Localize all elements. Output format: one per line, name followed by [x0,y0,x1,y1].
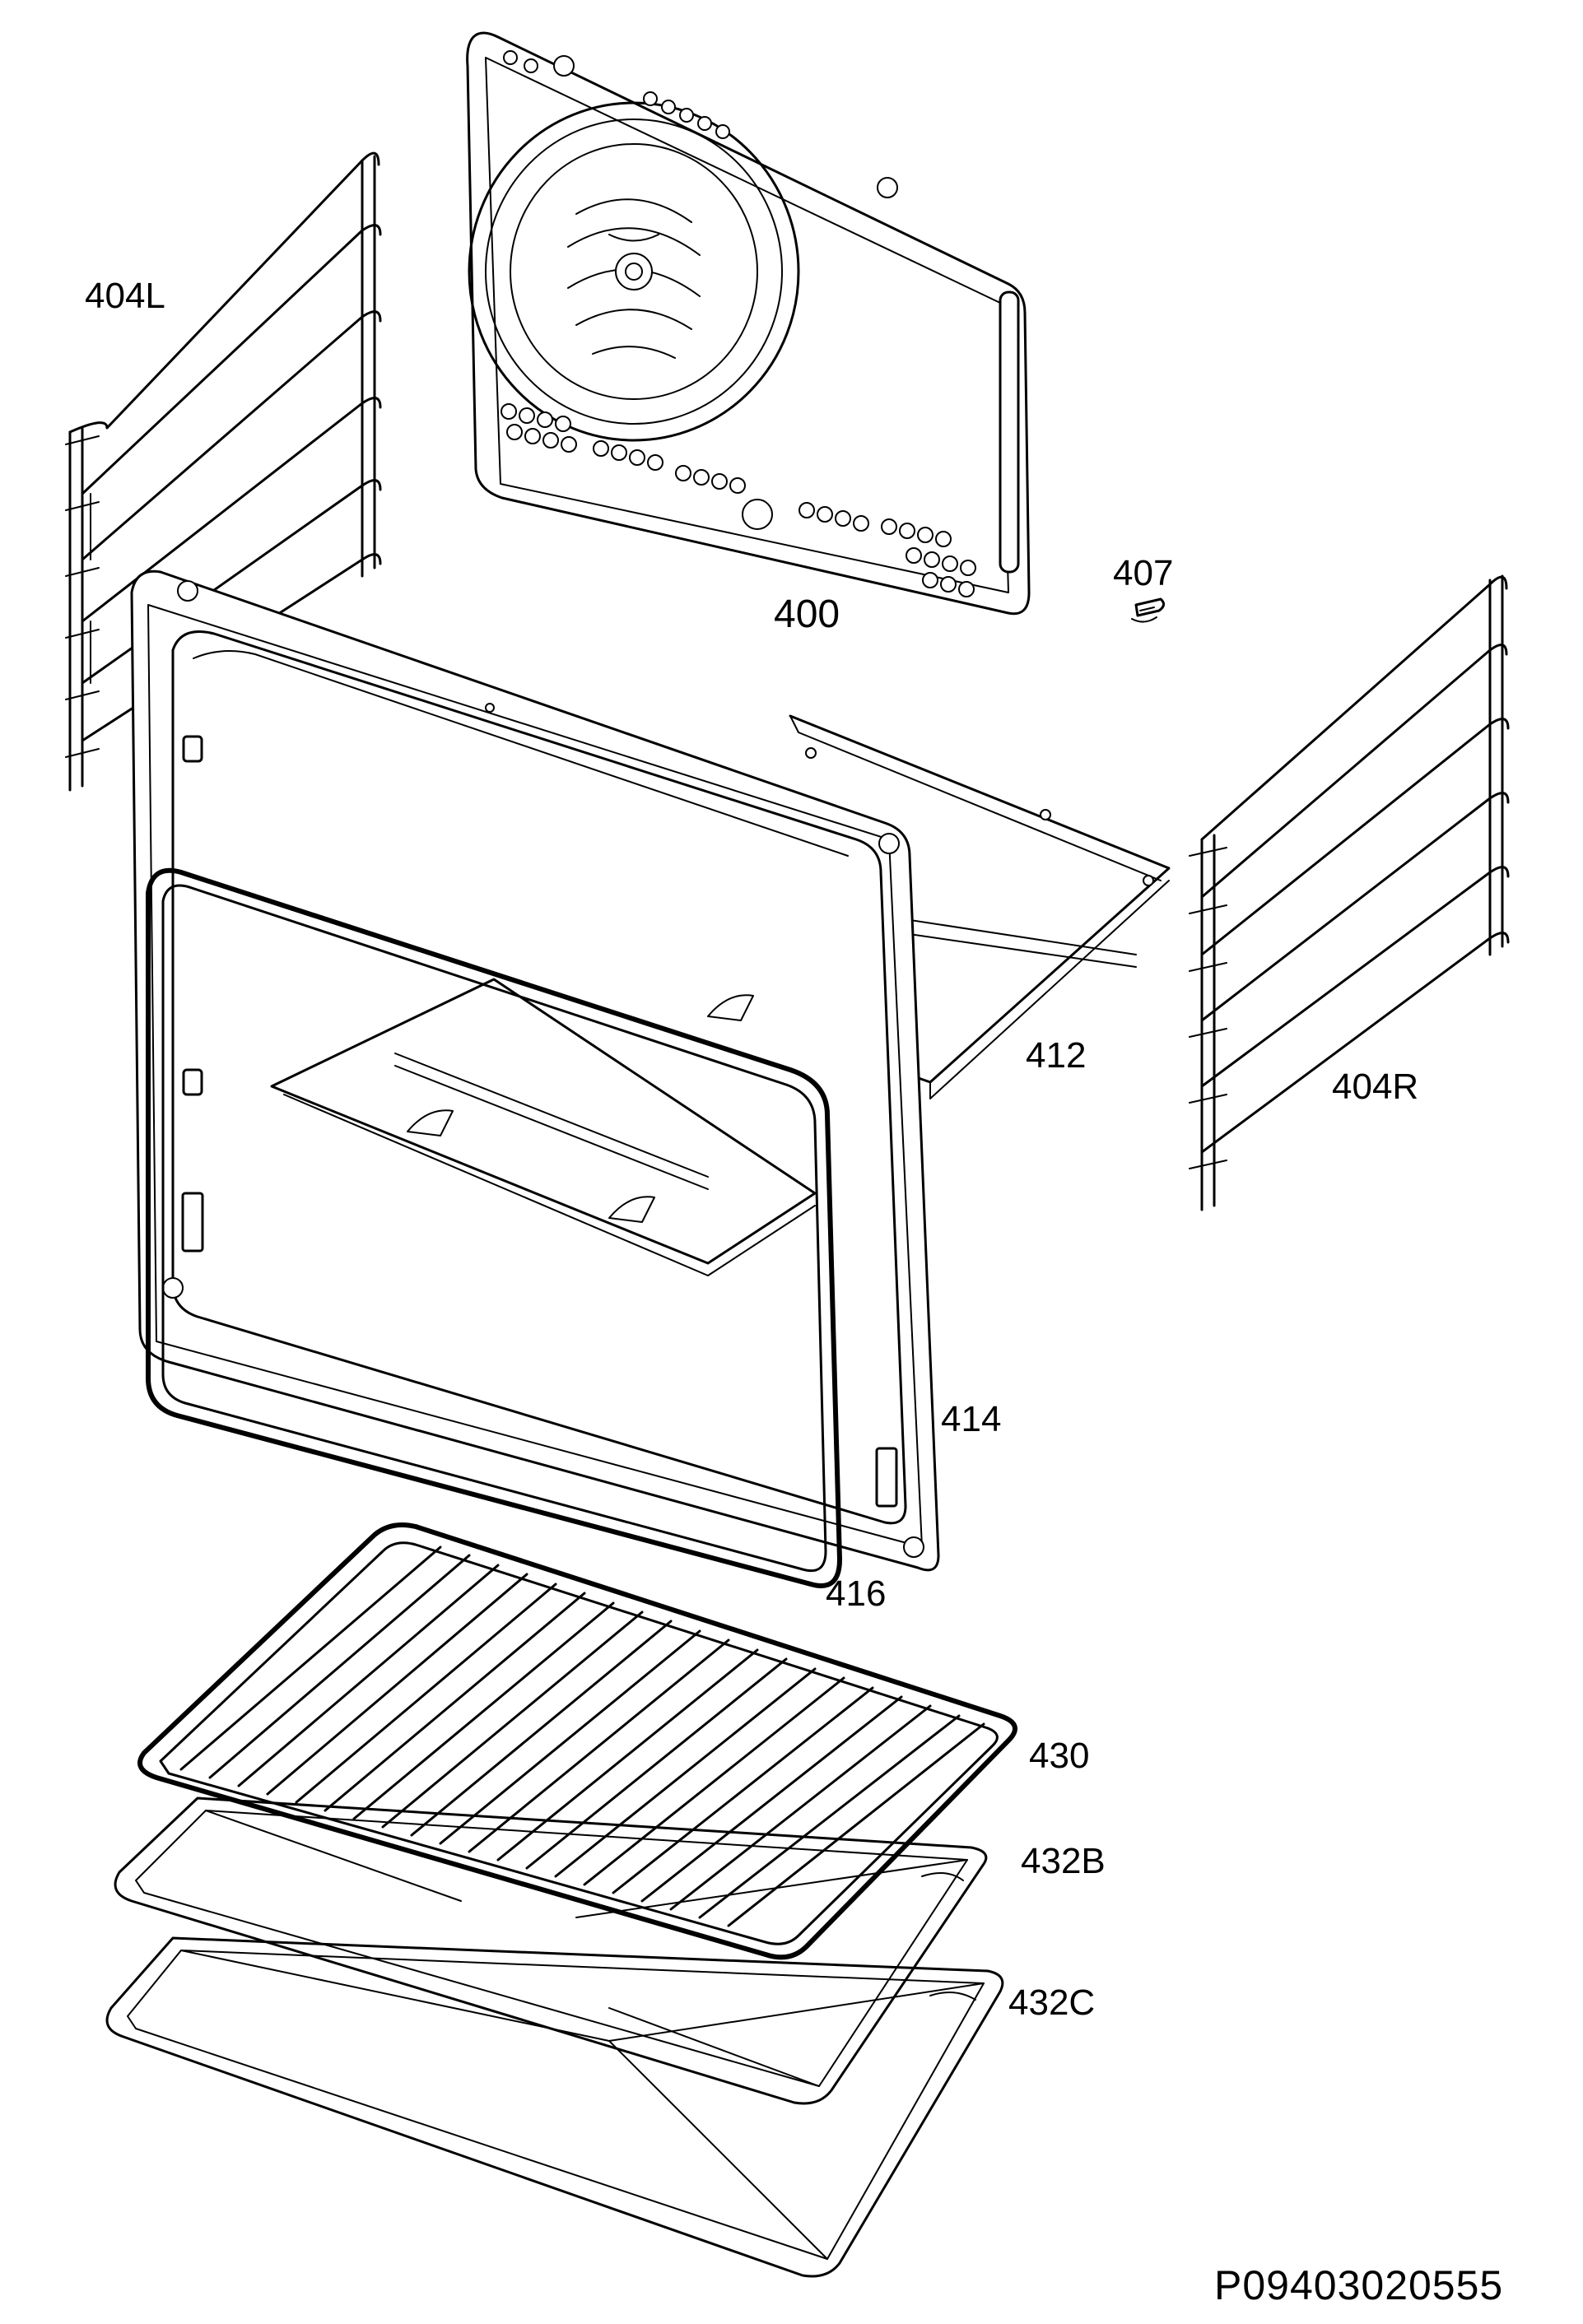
vent-holes [501,403,976,597]
part-404R-right-shelf-support [1189,574,1510,1211]
part-432B-tray [114,1796,988,2105]
part-432C-deep-tray [105,1936,1004,2278]
part-414-door-frame [130,569,940,1572]
label-414: 414 [941,1399,1002,1439]
label-400: 400 [774,593,840,636]
part-407-clip [1131,597,1165,623]
label-404L: 404L [85,276,165,316]
inner-tray [270,978,817,1276]
part-430-wire-grid [137,1522,1017,1960]
label-430: 430 [1029,1736,1090,1776]
part-404L-left-shelf-support [65,151,382,792]
grid-wires [179,1545,985,1927]
label-412: 412 [1026,1035,1087,1076]
drawing-code: P09403020555 [1214,2262,1504,2308]
part-416-door-gasket [146,867,842,1588]
label-407: 407 [1113,553,1174,593]
label-432C: 432C [1008,1982,1096,2023]
label-432B: 432B [1021,1841,1106,1881]
label-404R: 404R [1332,1067,1419,1107]
label-416: 416 [826,1573,887,1614]
part-400-back-panel [466,31,1031,616]
